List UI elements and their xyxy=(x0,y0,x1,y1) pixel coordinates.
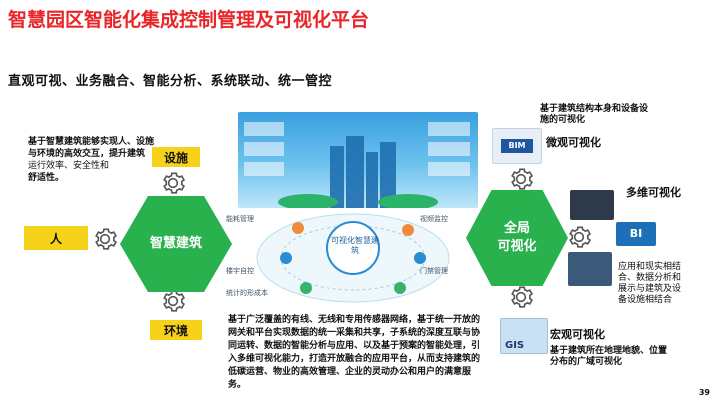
center-orbit-diagram xyxy=(256,213,450,303)
building-3d-image xyxy=(568,252,612,286)
orbit-label-3: 视频监控 xyxy=(420,215,448,223)
orbit-label-2: 楼宇自控 xyxy=(226,267,254,275)
left-desc-tail: 舒适性。 xyxy=(28,173,65,183)
left-desc-bold: 基于智慧建筑能够实现人、设施与环境的高效交互，提升建筑 xyxy=(28,137,155,159)
right-top-note: 基于建筑结构本身和设备设施的可视化 xyxy=(540,104,649,125)
global-visualization-hex: 全局 可视化 xyxy=(466,190,568,286)
gis-text: GIS xyxy=(505,340,525,351)
page-number: 39 xyxy=(698,388,710,397)
city-skyline-icon xyxy=(244,122,470,208)
bottom-paragraph: 基于广泛覆盖的有线、无线和专用传感器网络，基于统一开放的网关和平台实现数据的统一… xyxy=(228,315,481,390)
multi-visualization-desc: 应用和现实相结合、数据分析和展示与建筑及设备设施相结合 xyxy=(618,262,682,305)
page-subtitle: 直观可视、业务融合、智能分析、系统联动、统一管控 xyxy=(8,74,333,89)
multi-dimension-image xyxy=(570,190,614,220)
orbit-text-fragment: 统计的形成本 xyxy=(226,289,268,297)
global-hex-line1: 全局 xyxy=(503,221,530,236)
smart-building-hex: 智慧建筑 xyxy=(120,196,232,292)
orbit-label-4: 门禁管理 xyxy=(420,267,448,275)
facility-box: 设施 xyxy=(152,147,200,167)
gear-icon xyxy=(163,290,186,312)
gear-icon xyxy=(163,172,186,194)
gear-icon xyxy=(511,286,534,308)
global-hex-line2: 可视化 xyxy=(497,239,537,254)
person-box: 人 xyxy=(24,226,88,250)
macro-visualization-note: 基于建筑所在地理地貌、位置分布的广域可视化 xyxy=(550,346,668,367)
environment-box: 环境 xyxy=(150,320,202,340)
gear-icon xyxy=(95,228,118,250)
gis-image: GIS xyxy=(500,318,548,354)
macro-visualization-label: 宏观可视化 xyxy=(550,328,605,341)
bim-badge: BIM xyxy=(501,139,533,153)
multi-visualization-label: 多维可视化 xyxy=(626,186,681,199)
gear-icon xyxy=(511,168,534,190)
left-description: 基于智慧建筑能够实现人、设施与环境的高效交互，提升建筑 运行效率、安全性和 舒适… xyxy=(28,136,160,184)
micro-visualization-label: 微观可视化 xyxy=(546,136,601,149)
bi-badge: BI xyxy=(616,222,656,246)
gear-icon xyxy=(569,226,592,248)
left-desc-normal: 运行效率、安全性和 xyxy=(28,161,110,171)
center-hub-label: 可视化智慧建筑 xyxy=(331,236,379,255)
page-title: 智慧园区智能化集成控制管理及可视化平台 xyxy=(8,9,370,31)
city-dashboard-image xyxy=(238,112,478,208)
bim-image: BIM xyxy=(492,128,542,164)
orbit-label-1: 能耗管理 xyxy=(226,215,254,223)
